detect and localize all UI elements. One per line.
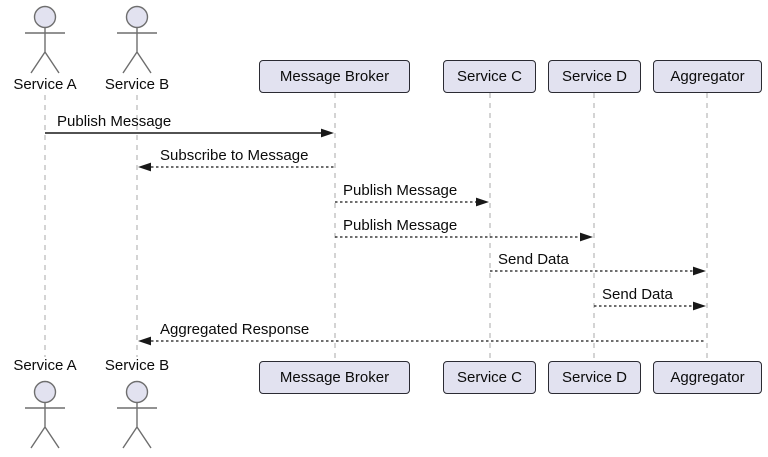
message-label-aggregated-response: Aggregated Response — [160, 321, 310, 338]
message-label-publish-message-1: Publish Message — [57, 113, 172, 130]
message-label-publish-message-2: Publish Message — [343, 182, 458, 199]
actor-head-icon — [33, 380, 57, 404]
actor-label-service-a-top: Service A — [13, 76, 77, 93]
participant-box-aggregator-top: Aggregator — [653, 60, 762, 93]
arrowhead-left-icon — [138, 162, 151, 172]
actor-body-icon — [25, 402, 65, 449]
arrowhead-left-icon — [138, 336, 151, 346]
lifelines — [44, 93, 708, 361]
participant-box-service-c-top: Service C — [443, 60, 536, 93]
participant-box-aggregator-bottom: Aggregator — [653, 361, 762, 394]
message-label-send-data-2: Send Data — [602, 286, 673, 303]
participant-box-message-broker-top: Message Broker — [259, 60, 410, 93]
participant-box-service-c-bottom: Service C — [443, 361, 536, 394]
actor-figure-service-b-top — [117, 5, 157, 74]
actor-head-icon — [33, 5, 57, 29]
message-label-publish-message-3: Publish Message — [343, 217, 458, 234]
arrow-send-data-d-to-aggregator — [594, 301, 706, 311]
actor-label-service-b-top: Service B — [104, 76, 170, 93]
actor-figure-service-a-bottom — [25, 380, 65, 449]
actor-label-service-b-bottom: Service B — [104, 357, 170, 374]
arrow-publish-message-a-to-broker — [45, 128, 334, 138]
participant-box-service-d-bottom: Service D — [548, 361, 641, 394]
message-arrows — [45, 128, 706, 346]
message-label-send-data-1: Send Data — [498, 251, 569, 268]
arrowhead-right-icon — [321, 128, 334, 138]
actor-body-icon — [25, 27, 65, 74]
actor-body-icon — [117, 402, 157, 449]
arrow-subscribe-to-message-broker-to-b — [138, 162, 334, 172]
arrow-aggregated-response-aggregator-to-b — [138, 336, 706, 346]
actor-label-service-a-bottom: Service A — [13, 357, 77, 374]
actor-figure-service-b-bottom — [117, 380, 157, 449]
arrowhead-right-icon — [580, 232, 593, 242]
actor-figure-service-a-top — [25, 5, 65, 74]
arrow-send-data-c-to-aggregator — [490, 266, 706, 276]
actor-head-icon — [125, 380, 149, 404]
arrow-publish-message-broker-to-d — [335, 232, 593, 242]
arrow-publish-message-broker-to-c — [335, 197, 489, 207]
arrowhead-right-icon — [693, 266, 706, 276]
message-label-subscribe-to-message: Subscribe to Message — [160, 147, 309, 164]
arrowhead-right-icon — [476, 197, 489, 207]
participant-box-message-broker-bottom: Message Broker — [259, 361, 410, 394]
participant-box-service-d-top: Service D — [548, 60, 641, 93]
actor-head-icon — [125, 5, 149, 29]
arrowhead-right-icon — [693, 301, 706, 311]
actor-body-icon — [117, 27, 157, 74]
